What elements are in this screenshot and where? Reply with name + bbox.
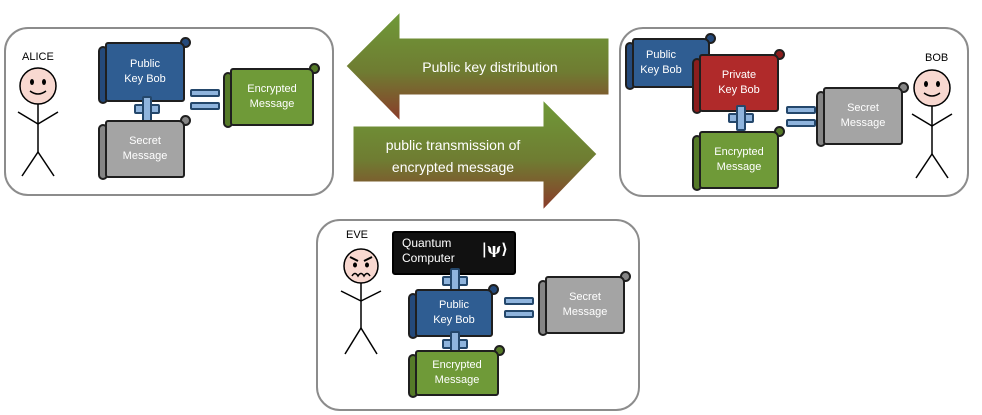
public-key-distribution-label: Public key distribution	[422, 59, 558, 75]
bob-plus-icon	[728, 105, 754, 131]
bob-private-key-label: Private Key Bob	[699, 54, 779, 112]
bob-encrypted-message-scroll: Encrypted Message	[692, 126, 785, 191]
bob-stick-figure	[911, 69, 953, 179]
alice-encrypted-message-scroll: Encrypted Message	[223, 63, 320, 128]
bob-secret-message-scroll: Secret Message	[816, 82, 909, 147]
eve-secret-message-scroll: Secret Message	[538, 271, 631, 336]
psi-ket-symbol: |ψ⟩	[481, 240, 508, 258]
eve-secret-label: Secret Message	[545, 276, 625, 334]
public-transmission-arrow	[352, 98, 598, 212]
alice-public-key-label: Public Key Bob	[105, 42, 185, 102]
alice-plus-icon	[134, 96, 160, 122]
public-transmission-label: public transmission of encrypted message	[385, 137, 521, 175]
alice-public-key-bob-scroll: Public Key Bob	[98, 37, 191, 104]
eve-equals-icon	[504, 297, 534, 319]
bob-name: BOB	[925, 52, 949, 64]
quantum-computer-label: Quantum Computer	[402, 236, 455, 265]
alice-equals-icon	[190, 89, 220, 111]
bob-encrypted-label: Encrypted Message	[699, 131, 779, 189]
eve-stick-figure	[340, 248, 382, 355]
eve-public-key-bob-scroll: Public Key Bob	[408, 284, 499, 339]
alice-secret-label: Secret Message	[105, 120, 185, 178]
alice-secret-message-scroll: Secret Message	[98, 115, 191, 180]
bob-secret-label: Secret Message	[823, 87, 903, 145]
alice-name: ALICE	[22, 51, 54, 63]
eve-public-key-label: Public Key Bob	[415, 289, 493, 337]
eve-encrypted-label: Encrypted Message	[415, 350, 499, 396]
bob-equals-icon	[786, 106, 816, 128]
alice-stick-figure	[17, 67, 59, 177]
public-key-distribution-arrow	[345, 10, 610, 123]
bob-private-key-bob-scroll: Private Key Bob	[692, 49, 785, 114]
eve-encrypted-message-scroll: Encrypted Message	[408, 345, 505, 398]
eve-name: EVE	[346, 229, 369, 241]
alice-encrypted-label: Encrypted Message	[230, 68, 314, 126]
